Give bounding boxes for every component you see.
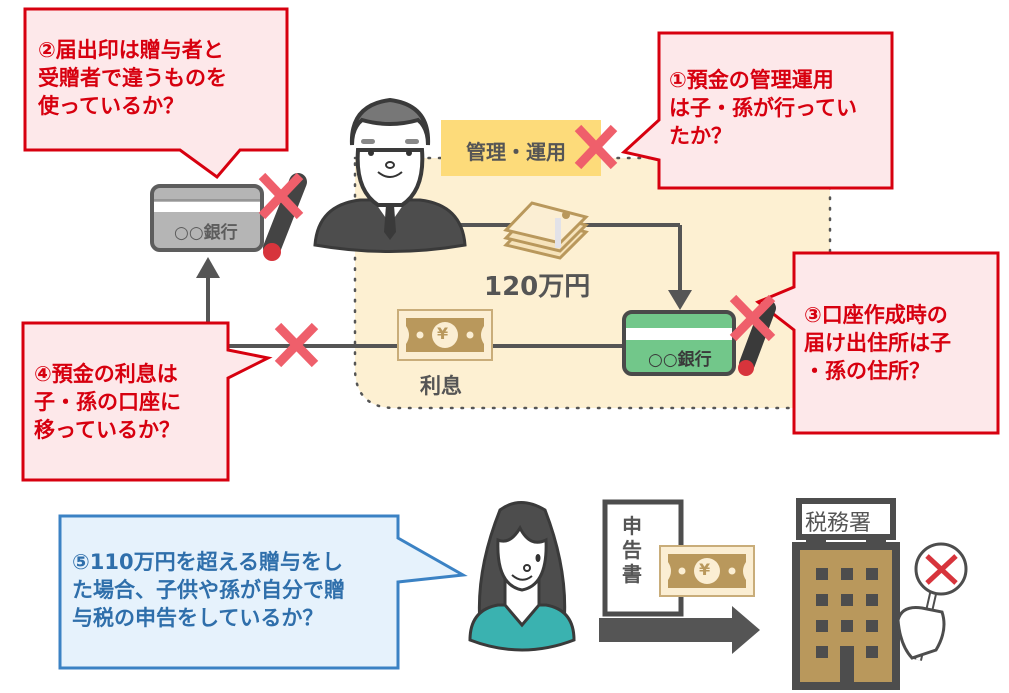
interest-label: 利息 [420,374,462,398]
callout-3-text: ③口座作成時の 届け出住所は子 ・孫の住所？ [804,301,951,385]
callout-5-line: た場合、子供や孫が自分で贈 [72,578,345,602]
callout-5-line: 与税の申告をしているか？ [72,606,324,630]
callout-3-shape [755,251,1000,435]
bankbook-green-icon [622,310,736,376]
callout-1-line: たか？ [669,124,732,148]
bank-name-gray: ○○銀行 [174,223,238,243]
cross-mark-seal-icon [258,172,304,220]
declaration-char: 申 [622,514,642,538]
tax-office-building-icon [792,498,900,690]
management-label-bg [441,120,601,176]
arrow-head-down [668,290,692,310]
arrow-head-up [196,257,220,278]
callout-1-text: ①預金の管理運用 は子・孫が行ってい たか？ [669,66,857,150]
yen-symbol-declaration: ¥ [699,560,711,579]
callout-1-line: ①預金の管理運用 [669,68,834,92]
callout-1-shape [620,31,894,190]
callout-1-line: は子・孫が行ってい [669,96,857,120]
seal-gray-icon [263,173,307,261]
callout-2-line: 受贈者で違うものを [38,66,227,90]
callout-4-text: ④預金の利息は 子・孫の口座に 移っているか？ [34,360,181,444]
callout-2-text: ②届出印は贈与者と 受贈者で違うものを 使っているか？ [38,36,227,120]
callout-2-line: ②届出印は贈与者と [38,38,224,62]
yen-symbol-interest: ¥ [437,324,449,343]
callout-3-line: 届け出住所は子 [804,331,951,355]
callout-4-line: ④預金の利息は [34,362,178,386]
cross-mark-interest-icon [274,322,319,368]
callout-4-line: 子・孫の口座に [34,390,181,414]
callout-4-line: 移っているか？ [34,418,180,442]
callout-4-shape [21,321,273,482]
banknote-interest-icon [397,309,493,361]
banknote-declaration-icon [659,545,755,597]
seal-dark-icon [738,300,776,376]
rejection-sign-icon [896,542,968,661]
cross-mark-management-icon [574,124,618,170]
callout-5-text: ⑤110万円を超える贈与をし た場合、子供や孫が自分で贈 与税の申告をしているか… [72,548,345,632]
cross-mark-address-icon [729,294,776,342]
declaration-char: 告 [622,538,642,562]
recipient-woman-icon [468,501,576,652]
bank-name-green: ○○銀行 [648,350,712,370]
donor-man-icon [313,97,467,253]
submit-arrow-icon [599,606,760,654]
callout-2-shape [23,7,289,180]
management-label: 管理・運用 [466,140,566,164]
callout-2-line: 使っているか？ [38,94,184,118]
declaration-document-label: 申 告 書 [622,514,642,586]
callout-3-line: ③口座作成時の [804,303,948,327]
callout-5-line: ⑤110万円を超える贈与をし [72,550,343,574]
bankbook-gray-icon [150,184,264,252]
callout-3-line: ・孫の住所？ [804,359,930,383]
money-stack-icon [503,201,589,260]
declaration-char: 書 [622,562,642,586]
tax-office-label: 税務署 [805,511,872,536]
callout-5-shape [58,514,468,670]
amount-label: 120万円 [484,272,591,302]
